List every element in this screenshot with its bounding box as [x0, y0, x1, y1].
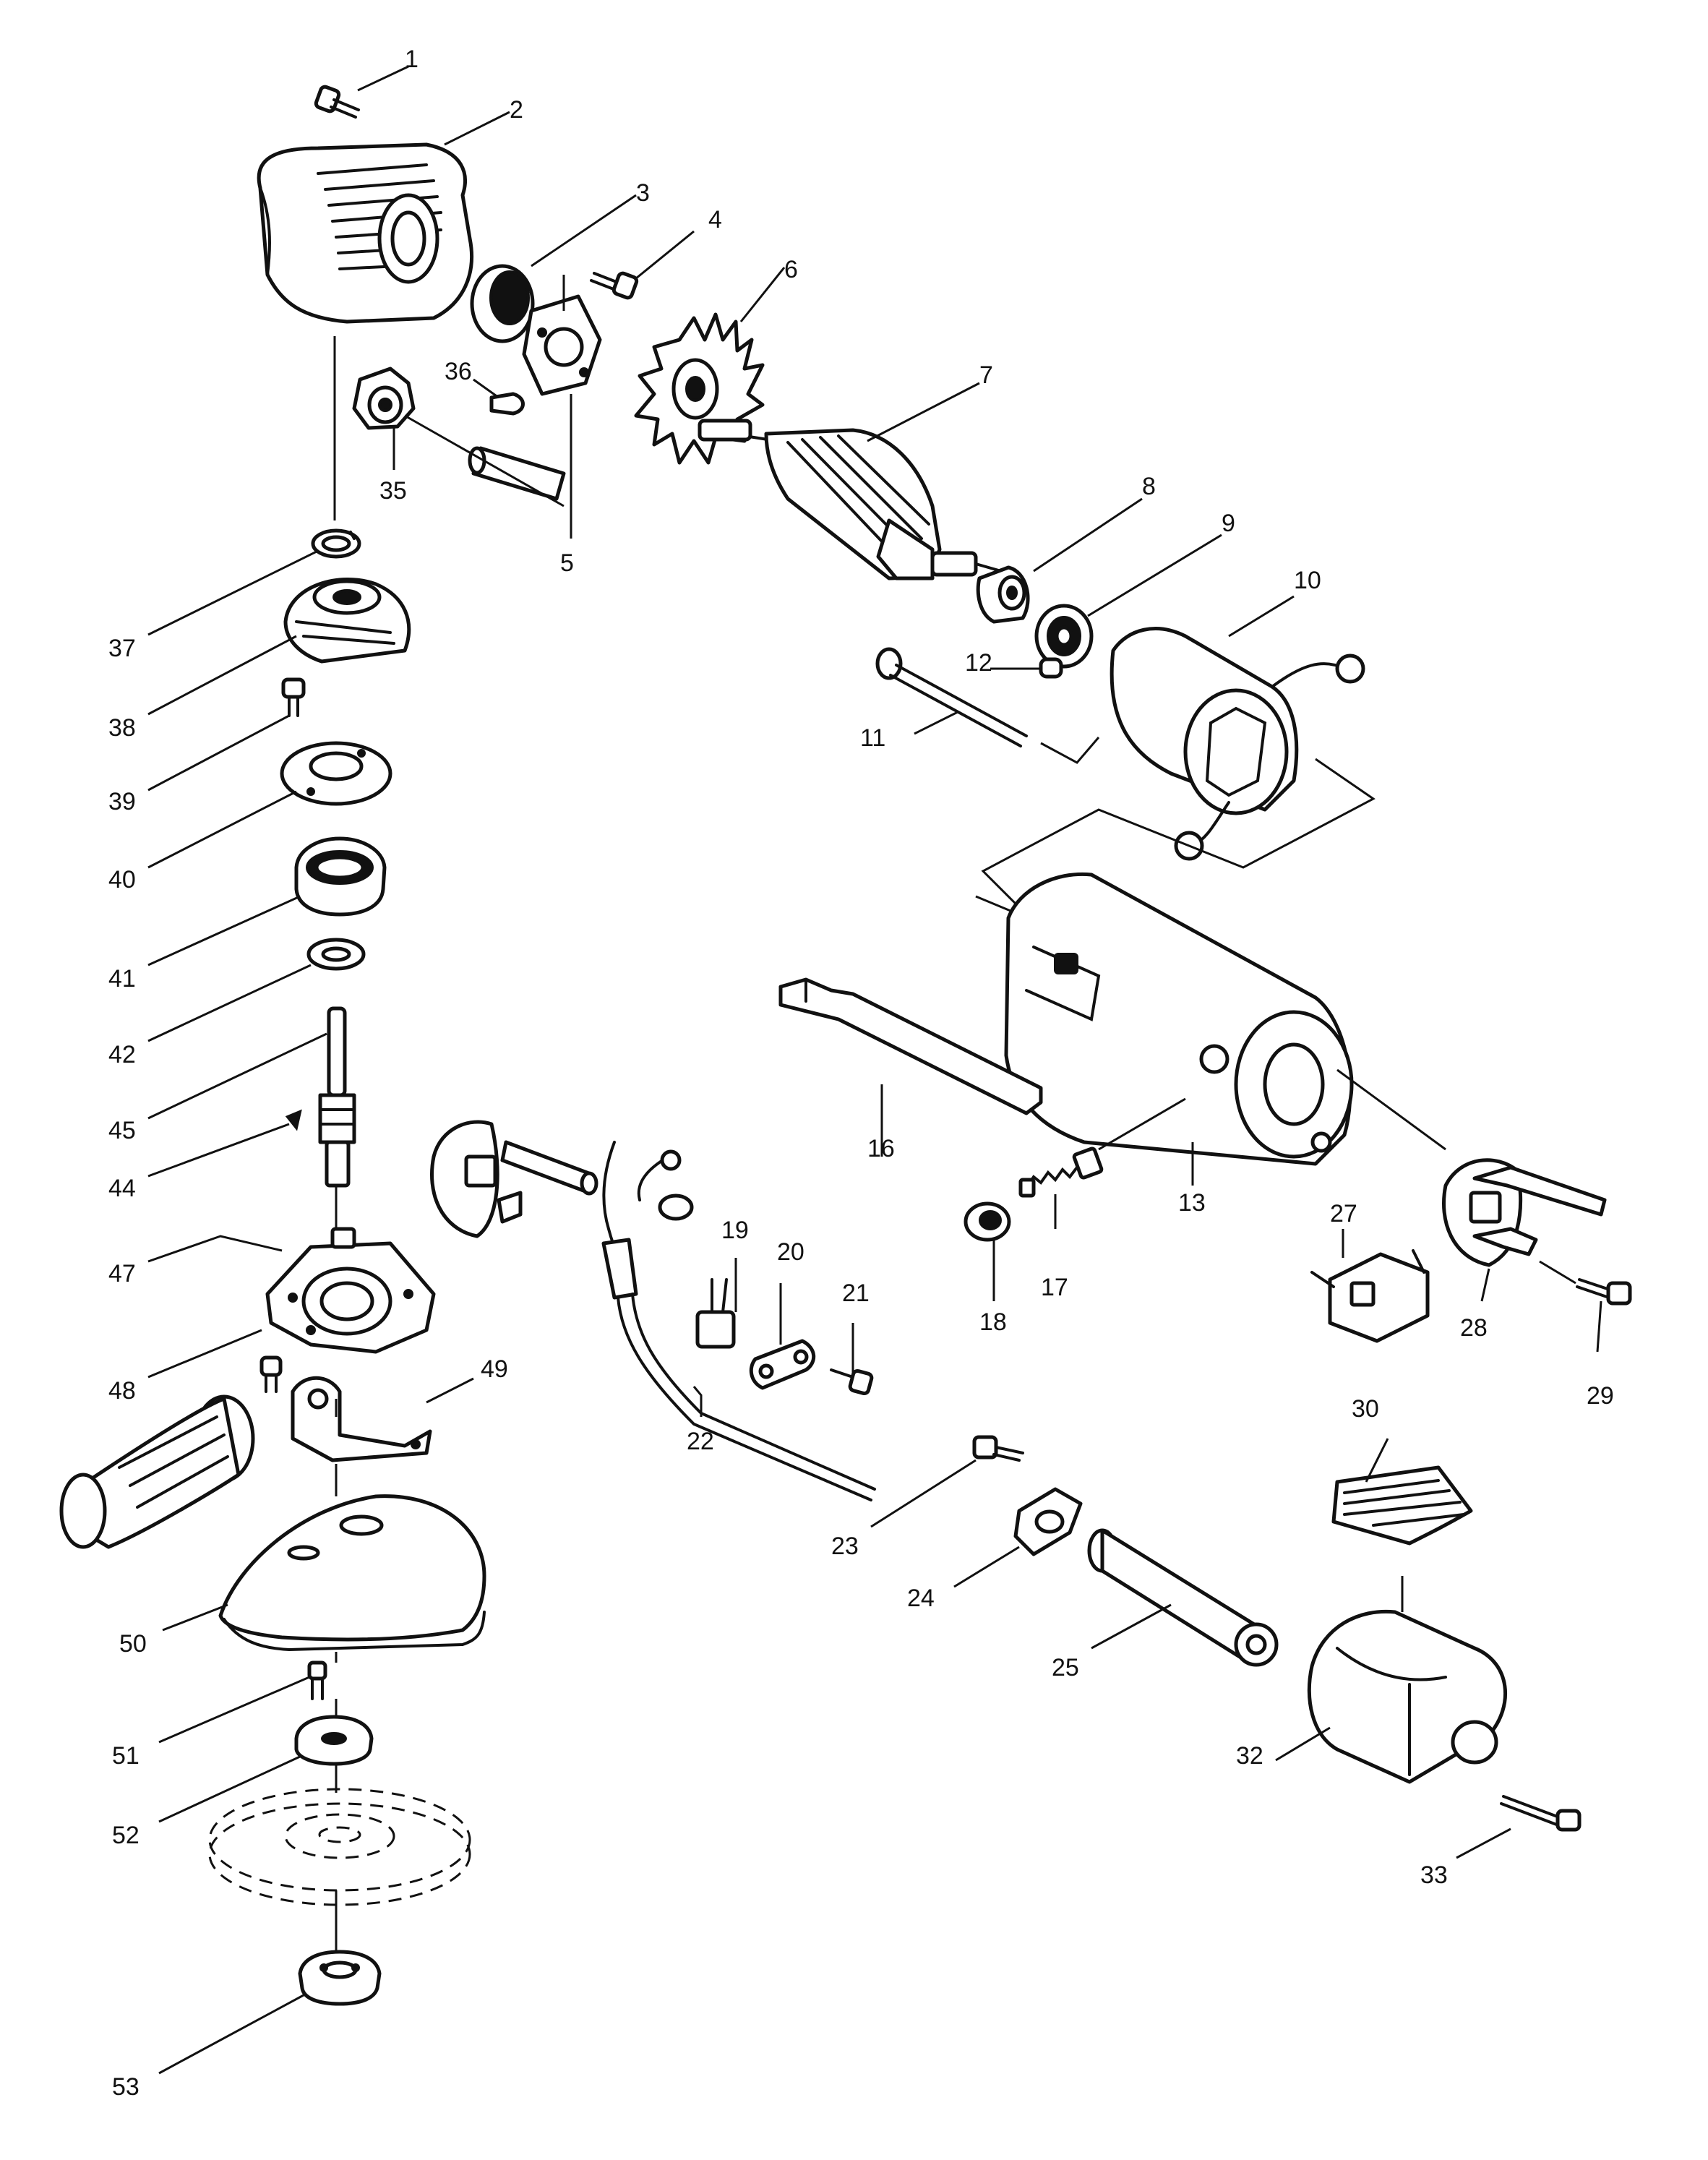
- callout-21: 21: [842, 1280, 870, 1307]
- callout-13: 13: [1178, 1189, 1206, 1217]
- callout-2: 2: [510, 96, 523, 124]
- part-45-spindle: [318, 1006, 356, 1188]
- callout-42: 42: [108, 1041, 136, 1068]
- part-28-bracket: [1442, 1158, 1607, 1267]
- part-12-pin: [1039, 657, 1063, 679]
- part-9-ball-bearing: [1034, 604, 1094, 669]
- part-42-washer: [306, 938, 366, 971]
- part-25-cord-guard: [1087, 1528, 1279, 1667]
- callout-6: 6: [784, 256, 798, 283]
- callout-30: 30: [1352, 1395, 1379, 1423]
- callout-50: 50: [119, 1630, 147, 1658]
- part-side-grip: [59, 1394, 255, 1549]
- part-32-rear-cover: [1307, 1609, 1507, 1784]
- part-50-wheel-guard: [218, 1494, 486, 1652]
- callout-5: 5: [560, 549, 574, 577]
- part-44-key: [285, 1109, 302, 1131]
- part-47-bearing-box: [265, 1227, 436, 1354]
- part-38-bevel-gear: [283, 578, 411, 664]
- part-49-bracket: [291, 1376, 432, 1462]
- part-23-screw: [972, 1435, 1024, 1462]
- callout-51: 51: [112, 1742, 140, 1770]
- part-24-cord-clamp: [1013, 1487, 1083, 1556]
- callout-35: 35: [379, 477, 407, 505]
- callout-22: 22: [687, 1428, 714, 1455]
- callout-8: 8: [1142, 473, 1156, 500]
- callout-49: 49: [481, 1355, 508, 1383]
- part-33-screw: [1500, 1795, 1582, 1832]
- callout-45: 45: [108, 1117, 136, 1144]
- callout-39: 39: [108, 788, 136, 815]
- callout-24: 24: [907, 1585, 935, 1612]
- axis-line: [333, 336, 1404, 1952]
- leader-lines: [147, 65, 1602, 2075]
- part-22-cord: [601, 1141, 876, 1501]
- part-8-bearing: [976, 565, 1030, 624]
- part-48-screw: [259, 1355, 283, 1393]
- part-13-motor-housing: [1004, 872, 1354, 1166]
- part-20-holder: [749, 1339, 816, 1390]
- callout-38: 38: [108, 714, 136, 742]
- callout-23: 23: [831, 1533, 859, 1560]
- part-4-screw: [590, 271, 639, 300]
- callout-52: 52: [112, 1822, 140, 1849]
- part-29-screw: [1576, 1278, 1632, 1306]
- callout-20: 20: [777, 1238, 804, 1266]
- part-40-bearing-retainer: [280, 741, 392, 806]
- callout-36: 36: [445, 358, 472, 385]
- part-grinding-wheel-outline: [208, 1788, 471, 1906]
- part-27-switch: [1310, 1249, 1430, 1343]
- part-3-bearing: [470, 264, 535, 343]
- callout-41: 41: [108, 965, 136, 993]
- callout-16: 16: [867, 1135, 895, 1162]
- part-41-ball-bearing: [294, 836, 387, 917]
- callout-40: 40: [108, 866, 136, 893]
- part-19-capacitor: [695, 1278, 736, 1349]
- part-30-label: [1331, 1465, 1473, 1546]
- callout-11: 11: [860, 724, 885, 752]
- part-10-field: [1110, 627, 1365, 861]
- callout-32: 32: [1236, 1742, 1263, 1770]
- callout-7: 7: [979, 361, 993, 389]
- part-37-retaining-ring: [311, 528, 361, 559]
- callout-19: 19: [721, 1217, 749, 1244]
- callout-28: 28: [1460, 1314, 1488, 1342]
- part-36-key: [489, 392, 525, 416]
- callout-4: 4: [708, 206, 722, 233]
- part-2-gear-housing: [257, 142, 474, 324]
- callout-17: 17: [1041, 1274, 1068, 1301]
- callout-33: 33: [1420, 1861, 1448, 1889]
- callout-labels: 1 2 3 4 5 6 7 8 9 10 11 12 13 16 17 18 1…: [108, 46, 1614, 2101]
- part-21-screw: [830, 1368, 874, 1396]
- part-51-screw: [307, 1660, 327, 1700]
- part-35-pinion: [352, 367, 416, 430]
- part-11-long-screw: [875, 647, 1028, 747]
- part-5-plate: [522, 294, 602, 396]
- callout-12: 12: [965, 649, 992, 677]
- part-1-screw: [314, 85, 360, 119]
- callout-53: 53: [112, 2073, 140, 2101]
- callout-48: 48: [108, 1377, 136, 1405]
- callout-29: 29: [1587, 1382, 1614, 1410]
- callout-18: 18: [979, 1308, 1007, 1336]
- part-7-armature: [698, 419, 1003, 580]
- part-17-carbon-brush: [1018, 1147, 1104, 1198]
- part-16-strip: [778, 977, 1043, 1115]
- callout-37: 37: [108, 635, 136, 662]
- callout-47: 47: [108, 1260, 136, 1287]
- part-52-inner-flange: [294, 1715, 374, 1766]
- part-pin-shaft: [468, 446, 566, 501]
- part-18-brush-cap: [964, 1201, 1011, 1242]
- callout-9: 9: [1222, 510, 1235, 537]
- callout-27: 27: [1330, 1200, 1357, 1227]
- callout-10: 10: [1294, 567, 1321, 594]
- callout-1: 1: [405, 46, 419, 73]
- part-bracket-left: [430, 1120, 598, 1238]
- callout-25: 25: [1052, 1654, 1079, 1681]
- part-39-screw: [281, 677, 306, 717]
- part-53-lock-nut: [298, 1950, 382, 2006]
- callout-3: 3: [636, 179, 650, 207]
- callout-44: 44: [108, 1175, 136, 1202]
